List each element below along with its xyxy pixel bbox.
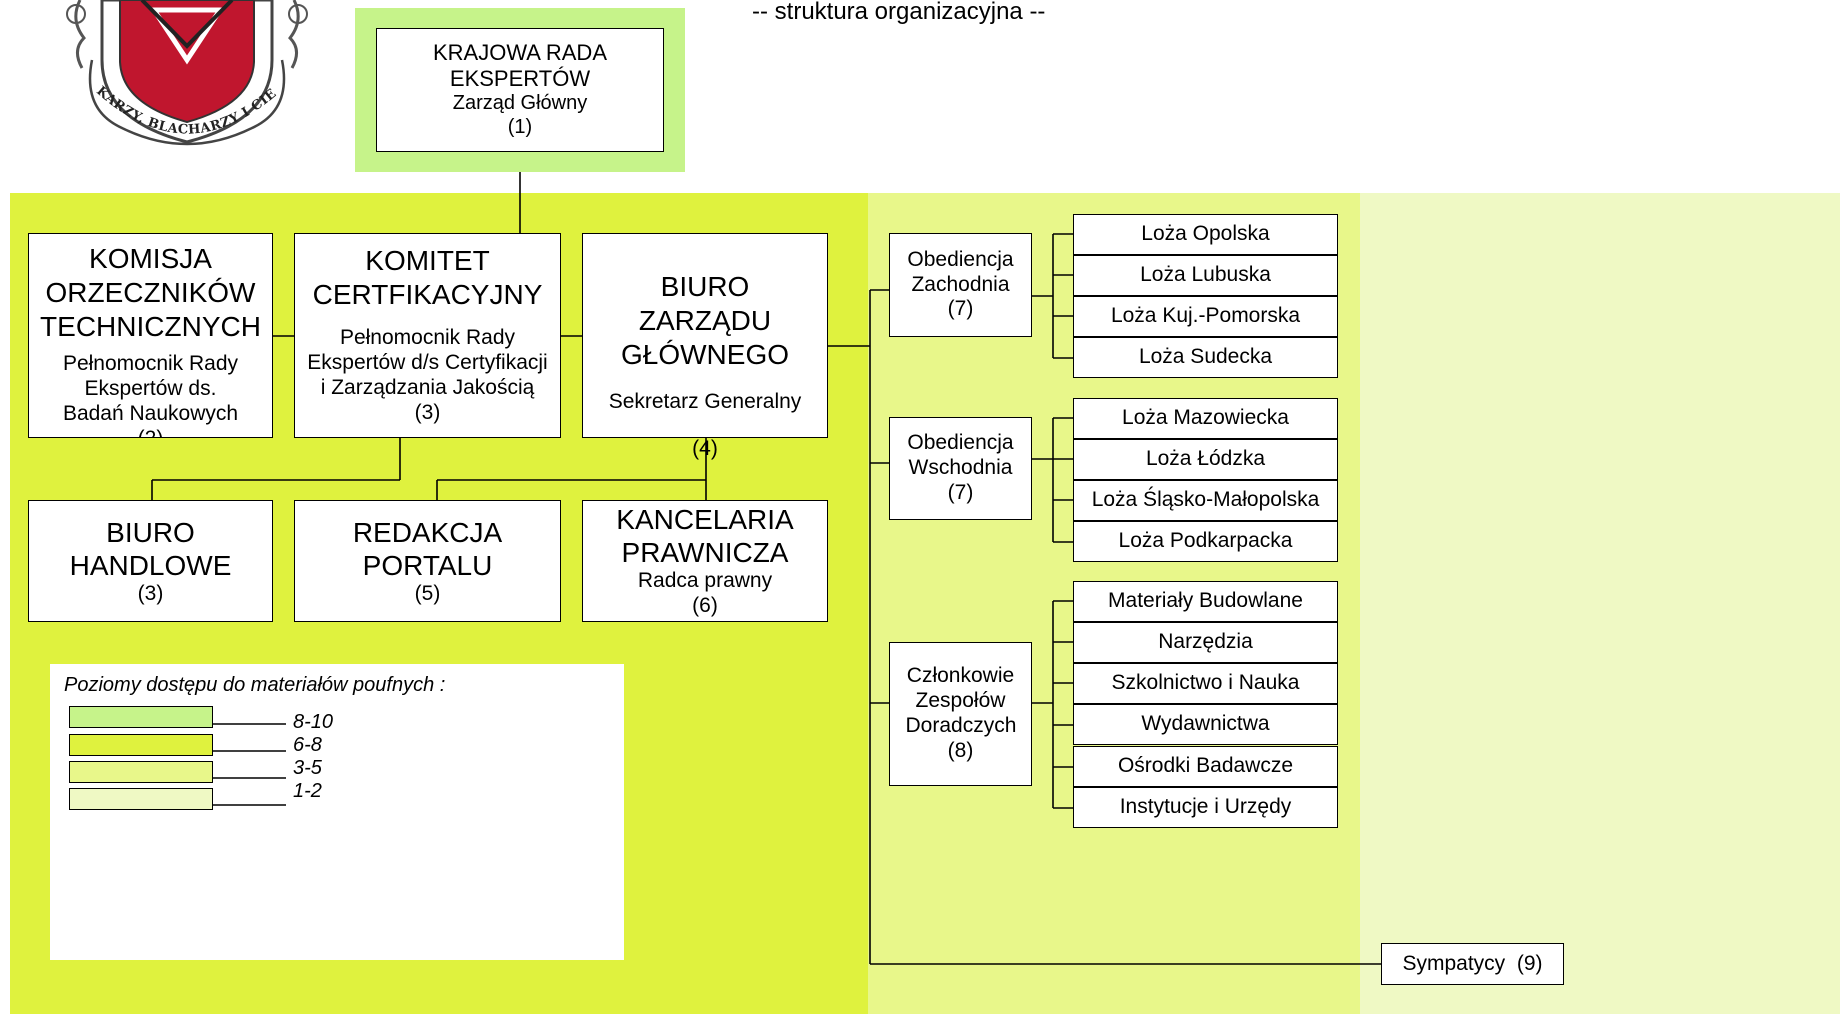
list-item: Wydawnictwa — [1073, 704, 1338, 745]
node-kancelaria-level: (6) — [692, 594, 718, 618]
legend-panel: Poziomy dostępu do materiałów poufnych :… — [50, 664, 624, 960]
list-item: Loża Podkarpacka — [1073, 521, 1338, 562]
legend-label-8-10: 8-10 — [293, 711, 334, 733]
node-biuro-zarzadu: BIURO ZARZĄDU GŁÓWNEGO Sekretarz General… — [582, 233, 828, 460]
node-kancelaria-desc: Radca prawny — [637, 569, 773, 593]
legend-swatch-6-8 — [69, 734, 213, 756]
legend-title: Poziomy dostępu do materiałów poufnych : — [64, 674, 446, 696]
node-komisja: KOMISJA ORZECZNIKÓW TECHNICZNYCH Pełnomo… — [28, 233, 273, 438]
node-sympatycy: Sympatycy (9) — [1381, 943, 1564, 985]
group-level: (7) — [947, 480, 974, 504]
list-item: Loża Kuj.-Pomorska — [1073, 296, 1338, 337]
node-biuro-zarzadu-desc: Sekretarz Generalny — [608, 390, 802, 414]
node-redakcja: REDAKCJA PORTALU (5) — [294, 500, 561, 622]
node-obediencja-zachodnia: Obediencja Zachodnia (7) — [889, 233, 1032, 337]
legend-leaders — [213, 723, 286, 806]
legend-swatch-8-10 — [69, 706, 213, 728]
node-redakcja-title: REDAKCJA PORTALU — [352, 516, 503, 581]
node-komisja-desc: Pełnomocnik Rady Ekspertów ds. Badań Nau… — [62, 352, 239, 425]
node-komitet-desc: Pełnomocnik Rady Ekspertów d/s Certyfika… — [307, 326, 548, 399]
node-czlonkowie-zespolow: Członkowie Zespołów Doradczych (8) — [889, 642, 1032, 786]
node-biuro-zarzadu-level: (4) — [692, 437, 718, 461]
node-krajowa-rada-level: (1) — [507, 115, 533, 138]
group-level: (8) — [947, 738, 974, 762]
node-kancelaria-title: KANCELARIA PRAWNICZA — [616, 504, 794, 569]
legend-label-3-5: 3-5 — [293, 757, 322, 779]
node-komitet-level: (3) — [414, 400, 441, 424]
node-komitet-title: KOMITET CERTFIKACYJNY — [312, 245, 543, 311]
list-item: Loża Łódzka — [1073, 439, 1338, 480]
list-item: Loża Sudecka — [1073, 337, 1338, 378]
node-obediencja-wschodnia: Obediencja Wschodnia (7) — [889, 417, 1032, 520]
node-redakcja-level: (5) — [414, 581, 441, 605]
page-subtitle: -- struktura organizacyjna -- — [752, 0, 1046, 25]
legend-swatch-1-2 — [69, 788, 213, 810]
logo-emblem: DEKARZY, BLACHARZY I CIEŚLI — [62, 0, 308, 146]
list-item: Szkolnictwo i Nauka — [1073, 663, 1338, 704]
zone-level-1-2 — [1360, 193, 1840, 1014]
group-name: Obediencja Zachodnia — [907, 247, 1014, 296]
node-biuro-handlowe: BIURO HANDLOWE (3) — [28, 500, 273, 622]
list-item: Materiały Budowlane — [1073, 581, 1338, 622]
node-komisja-level: (2) — [138, 427, 164, 437]
list-item: Loża Lubuska — [1073, 255, 1338, 296]
node-krajowa-rada-subtitle: Zarząd Główny — [452, 92, 588, 115]
group-name: Członkowie Zespołów Doradczych — [905, 664, 1017, 737]
group-name: Obediencja Wschodnia — [907, 431, 1014, 480]
node-biuro-handlowe-title: BIURO HANDLOWE — [69, 516, 232, 581]
legend-swatch-3-5 — [69, 761, 213, 783]
list-item: Loża Opolska — [1073, 214, 1338, 255]
legend-label-1-2: 1-2 — [293, 780, 322, 802]
node-biuro-handlowe-level: (3) — [137, 581, 164, 605]
list-item: Loża Śląsko-Małopolska — [1073, 480, 1338, 521]
node-komitet: KOMITET CERTFIKACYJNY Pełnomocnik Rady E… — [294, 233, 561, 438]
legend-label-6-8: 6-8 — [293, 734, 322, 756]
node-komisja-title: KOMISJA ORZECZNIKÓW TECHNICZNYCH — [40, 243, 261, 343]
node-kancelaria: KANCELARIA PRAWNICZA Radca prawny (6) — [582, 500, 828, 622]
list-item: Loża Mazowiecka — [1073, 398, 1338, 439]
node-biuro-zarzadu-title: BIURO ZARZĄDU GŁÓWNEGO — [620, 271, 789, 371]
node-krajowa-rada-title: KRAJOWA RADA EKSPERTÓW — [433, 40, 607, 92]
node-krajowa-rada: KRAJOWA RADA EKSPERTÓW Zarząd Główny (1) — [376, 28, 664, 152]
group-level: (7) — [947, 297, 974, 321]
list-item: Ośrodki Badawcze — [1073, 746, 1338, 787]
list-item: Instytucje i Urzędy — [1073, 787, 1338, 828]
list-item: Narzędzia — [1073, 622, 1338, 663]
